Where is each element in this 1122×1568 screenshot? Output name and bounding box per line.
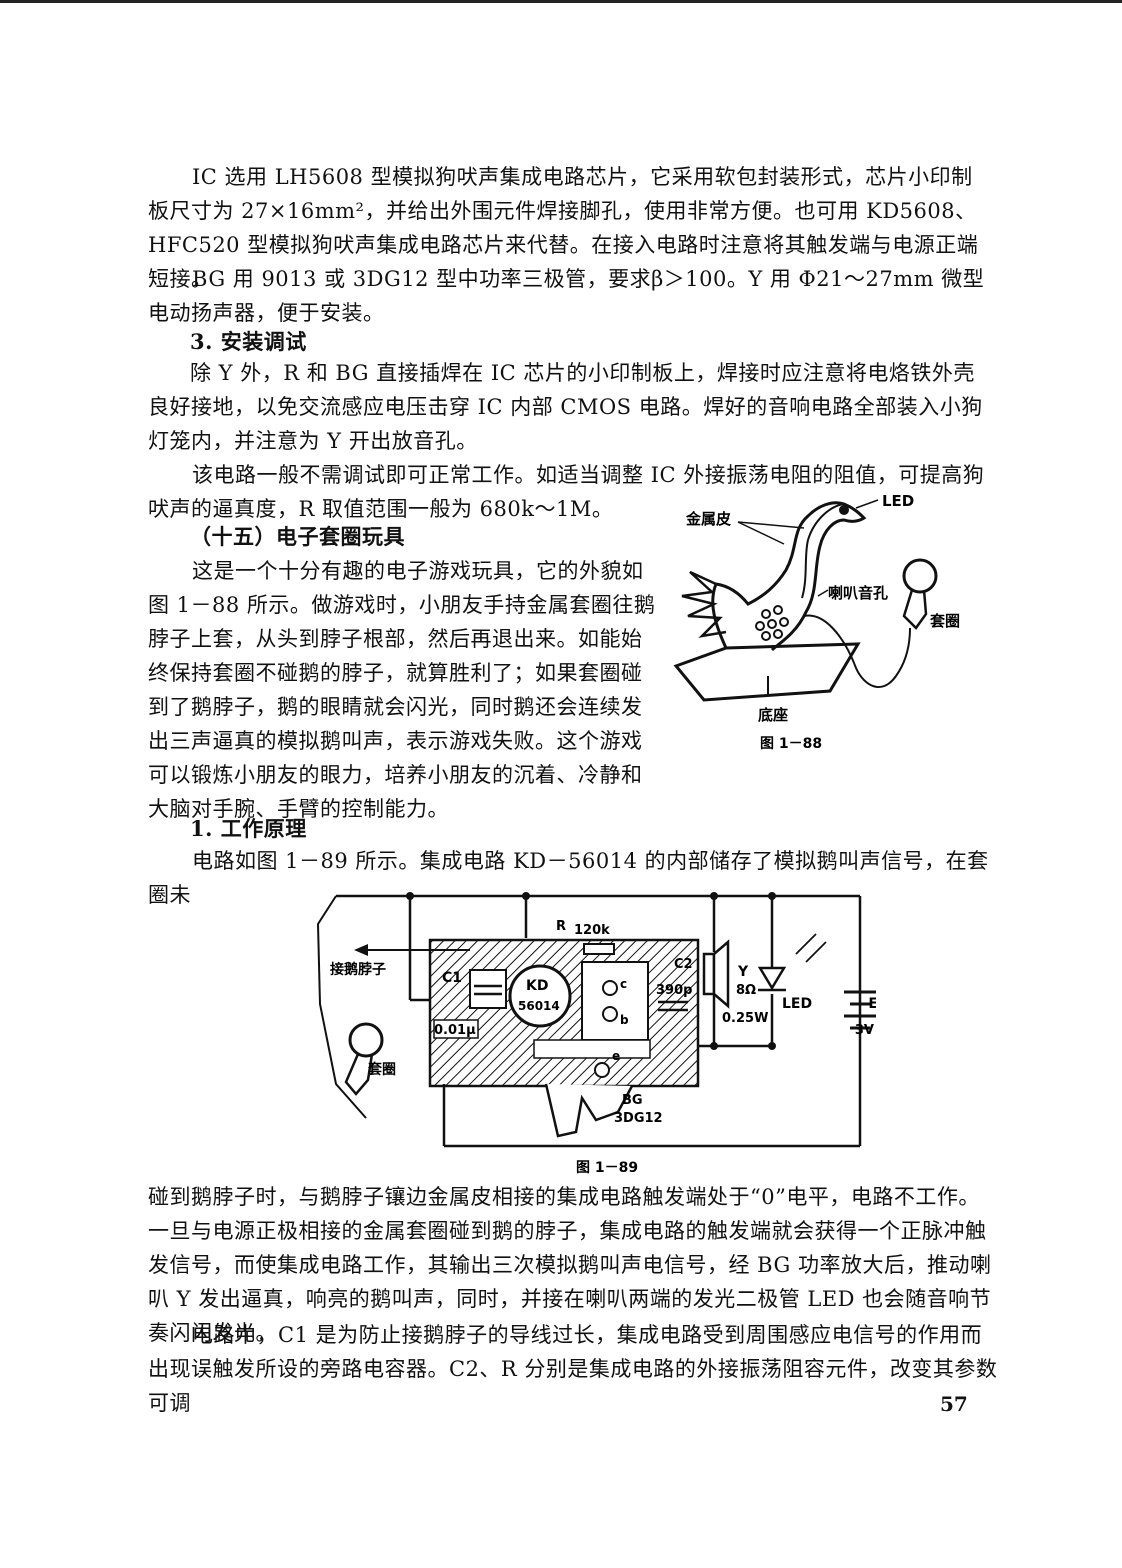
- label-ring: 套圈: [368, 1061, 396, 1078]
- figure-1-89-circuit: 接鹅脖子 套圈 C1 0.01μ KD 56014 R 120k C2 390p…: [316, 892, 876, 1176]
- paragraph-install: 除 Y 外，R 和 BG 直接插焊在 IC 芯片的小印制板上，焊接时应注意将电烙…: [148, 361, 983, 453]
- paragraph-ring-toy-intro: 这是一个十分有趣的电子游戏玩具，它的外貌如图 1－88 所示。做游戏时，小朋友手…: [148, 559, 656, 821]
- heading-working-principle: 1. 工作原理: [190, 816, 307, 841]
- label-base: 底座: [758, 706, 788, 724]
- label-c1: C1: [442, 970, 462, 986]
- label-r: R: [556, 919, 566, 934]
- label-c2-value: 390p: [656, 983, 692, 998]
- label-led: LED: [882, 492, 914, 510]
- page-top-border: [0, 0, 1122, 3]
- label-ring: 套圈: [929, 612, 960, 630]
- speaker-y-icon: [702, 952, 716, 996]
- label-metal-skin: 金属皮: [685, 510, 731, 528]
- figure-1-89-caption: 图 1－89: [576, 1160, 638, 1176]
- goose-tail-feathers: [681, 570, 727, 638]
- label-kd-number: 56014: [518, 999, 560, 1013]
- figure-1-88-goose-toy: 金属皮 LED 喇叭音孔 套圈 底座 图 1－88: [673, 492, 960, 752]
- label-kd: KD: [526, 978, 548, 994]
- paragraph-c1-c2-r: 电路中，C1 是为防止接鹅脖子的导线过长，集成电路受到周围感应电信号的作用而出现…: [148, 1323, 998, 1415]
- heading-install: 3. 安装调试: [190, 329, 307, 354]
- metal-ring-icon: [348, 1022, 384, 1058]
- paragraph-circuit-operation: 碰到鹅脖子时，与鹅脖子镶边金属皮相接的集成电路触发端处于“0”电平，电路不工作。…: [148, 1185, 992, 1345]
- paragraph-ic-selection: IC 选用 LH5608 型模拟狗吠声集成电路芯片，它采用软包封装形式，芯片小印…: [148, 165, 979, 291]
- label-r-value: 120k: [574, 923, 610, 938]
- label-c2: C2: [674, 957, 693, 972]
- transistor-pad-e: [594, 1062, 610, 1078]
- label-e: E: [868, 996, 876, 1012]
- ring-wire: [316, 895, 367, 1119]
- figure-1-88-caption: 图 1－88: [760, 736, 822, 752]
- label-neck-connect: 接鹅脖子: [330, 961, 386, 978]
- led-icon: [757, 966, 787, 991]
- heading-section-15: （十五）电子套圈玩具: [190, 524, 405, 549]
- paragraph-adjust: 该电路一般不需调试即可正常工作。如适当调整 IC 外接振荡电阻的阻值，可提高狗吠…: [148, 463, 985, 521]
- ring-handle: [902, 589, 928, 630]
- label-bg-type: 3DG12: [614, 1111, 663, 1126]
- ic-kd56014: [508, 964, 572, 1028]
- resistor-r: [583, 943, 615, 955]
- paragraph-bg-selection: BG 用 9013 或 3DG12 型中功率三极管，要求β＞100。Y 用 Φ2…: [148, 267, 985, 325]
- label-y-impedance: 8Ω: [736, 983, 756, 998]
- speaker-holes-icon: [755, 605, 789, 641]
- label-pin-c: c: [620, 977, 627, 991]
- label-e-voltage: 3V: [855, 1023, 874, 1038]
- ring-wire: [803, 614, 911, 688]
- goose-body: [711, 501, 867, 652]
- goose-eye-led: [839, 505, 849, 515]
- metal-ring-icon: [902, 558, 938, 594]
- label-y-power: 0.25W: [722, 1011, 768, 1026]
- label-pin-e: e: [612, 1049, 620, 1063]
- label-speaker-holes: 喇叭音孔: [828, 584, 888, 602]
- transistor-pad-b: [602, 1006, 618, 1022]
- label-bg: BG: [622, 1093, 643, 1108]
- transistor-bg: [544, 1083, 634, 1138]
- paragraph-circuit-intro: 电路如图 1－89 所示。集成电路 KD－56014 的内部储存了模拟鹅叫声信号…: [148, 849, 989, 907]
- page-number: 57: [940, 1392, 968, 1416]
- transistor-pad-c: [602, 980, 618, 996]
- label-led: LED: [782, 996, 812, 1012]
- label-pin-b: b: [620, 1013, 629, 1027]
- label-y: Y: [737, 964, 749, 980]
- neck-metal-strip: [801, 503, 845, 599]
- label-c1-value: 0.01μ: [434, 1023, 476, 1038]
- toy-base: [673, 642, 861, 702]
